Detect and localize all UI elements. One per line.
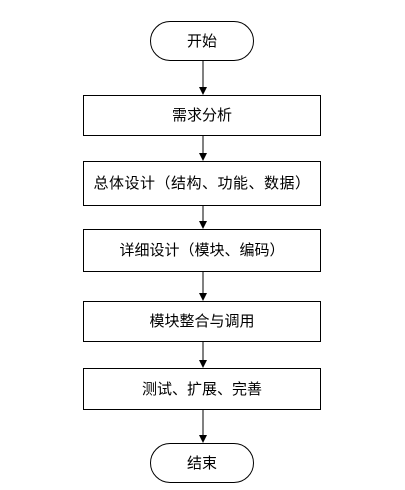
step-detailed-design: 详细设计（模块、编码） xyxy=(83,229,321,272)
step-overall-design: 总体设计（结构、功能、数据） xyxy=(83,161,321,206)
start-terminal: 开始 xyxy=(150,21,254,61)
step-label: 测试、扩展、完善 xyxy=(141,379,262,398)
end-terminal: 结束 xyxy=(150,443,254,483)
step-module-integration: 模块整合与调用 xyxy=(83,301,321,342)
step-label: 需求分析 xyxy=(171,106,232,124)
step-label: 详细设计（模块、编码） xyxy=(119,241,285,259)
step-requirements-analysis: 需求分析 xyxy=(83,95,321,136)
end-label: 结束 xyxy=(186,453,217,472)
step-label: 总体设计（结构、功能、数据） xyxy=(93,174,311,192)
start-label: 开始 xyxy=(186,31,217,50)
step-label: 模块整合与调用 xyxy=(149,312,255,330)
step-testing: 测试、扩展、完善 xyxy=(83,368,321,410)
